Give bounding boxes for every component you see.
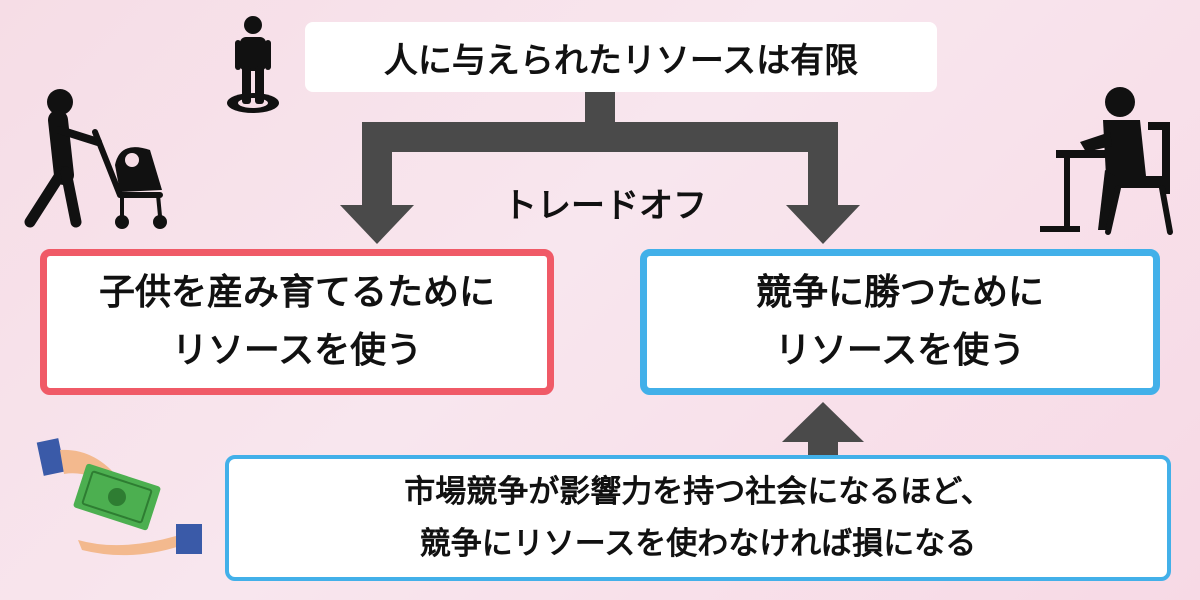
up-arrow-head (782, 402, 864, 442)
tradeoff-label: トレードオフ (503, 186, 707, 226)
arrow-crossbar (362, 122, 838, 152)
arrow-stem-left (362, 122, 392, 210)
arrow-head-left (340, 205, 414, 244)
competition-line-2: リソースを使う (774, 330, 1026, 371)
arrow-stem-right (808, 122, 838, 210)
arrow-head-right (786, 205, 860, 244)
competition-line-1: 競争に勝つために (755, 272, 1044, 313)
market-competition-note: 市場競争が影響力を持つ社会になるほど、 競争にリソースを使わなければ損になる (225, 455, 1171, 581)
competition-box: 競争に勝つために リソースを使う (640, 249, 1160, 395)
note-line-2: 競争にリソースを使わなければ損になる (419, 526, 977, 562)
tradeoff-arrows (340, 88, 860, 244)
reproduction-box: 子供を産み育てるために リソースを使う (40, 249, 554, 395)
person-studying-at-desk-icon (1040, 87, 1173, 235)
reproduction-line-1: 子供を産み育てるために (98, 272, 495, 313)
title-box: 人に与えられたリソースは有限 (305, 22, 937, 92)
person-with-stroller-icon (24, 89, 167, 229)
reproduction-line-2: リソースを使う (171, 330, 423, 371)
title-text: 人に与えられたリソースは有限 (383, 40, 859, 81)
person-standing-icon (227, 16, 279, 113)
upward-arrow (782, 402, 864, 458)
note-line-1: 市場競争が影響力を持つ社会になるほど、 (404, 474, 992, 510)
up-arrow-stem (808, 440, 838, 458)
money-handover-icon (36, 438, 202, 556)
